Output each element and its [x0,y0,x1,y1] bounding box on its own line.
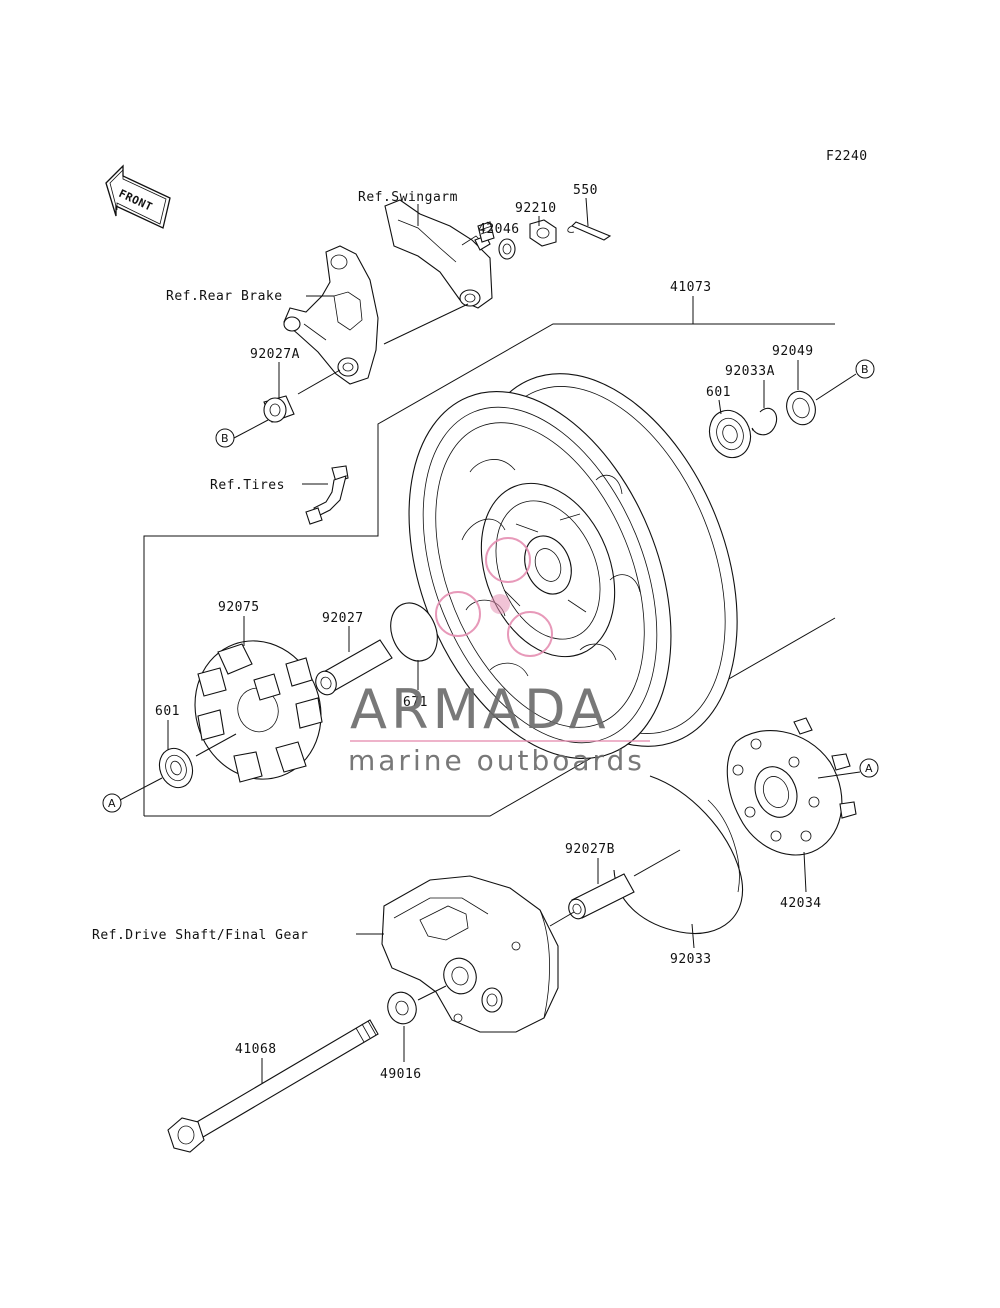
coupling-42034 [726,717,857,856]
final-gear-case [381,875,559,1033]
collar-92027B [568,873,635,920]
callout-b-left [215,428,235,448]
cotter-pin-550 [567,221,612,241]
part-label-41073: 41073 [670,280,712,295]
part-label-49016: 49016 [380,1067,422,1082]
part-label-550: 550 [573,183,598,198]
nut-92210 [529,219,557,247]
propeller-logo-icon [435,537,553,657]
ref-drive-shaft-label: Ref.Drive Shaft/Final Gear [92,928,309,943]
ref-swingarm-label: Ref.Swingarm [358,190,458,205]
part-label-42046: 42046 [478,222,520,237]
circlip-92033A [751,407,778,436]
part-label-42034: 42034 [780,896,822,911]
tire-valve [305,465,349,525]
snap-ring-92033 [613,775,744,934]
washer-49016 [387,991,417,1025]
callout-a-left-label: A [108,797,116,810]
part-label-92075: 92075 [218,600,260,615]
collar-92027A [263,395,295,423]
part-label-92027B: 92027B [565,842,615,857]
part-label-92027: 92027 [322,611,364,626]
callout-a-right-label: A [865,762,873,775]
o-ring-671 [390,602,438,662]
front-arrow-icon: FRONT [105,164,171,229]
watermark-brand: ARMADA [350,678,610,741]
part-label-92049: 92049 [772,344,814,359]
figure-code: F2240 [826,149,868,164]
callout-b-right-label: B [861,363,869,376]
damper-92075 [194,640,323,783]
part-label-92027A: 92027A [250,347,300,362]
swingarm-bracket [384,199,493,309]
rear-wheel-41073 [408,373,738,759]
ref-tires-label: Ref.Tires [210,478,285,493]
seal-92049 [786,390,816,426]
watermark: ARMADA marine outboards [348,537,650,777]
washer-icon [498,238,516,260]
callout-b-right [855,359,875,379]
watermark-tagline: marine outboards [348,744,645,777]
part-label-671: 671 [403,695,428,710]
part-label-601-left: 601 [155,704,180,719]
callout-a-left [102,793,122,813]
part-label-92033A: 92033A [725,364,775,379]
part-label-92210: 92210 [515,201,557,216]
part-label-92033: 92033 [670,952,712,967]
bearing-601-top [708,409,752,459]
stud-42046 [477,221,495,243]
callout-b-left-label: B [221,432,229,445]
part-label-601-top: 601 [706,385,731,400]
rear-brake-bracket [283,245,379,385]
ref-rear-brake-label: Ref.Rear Brake [166,289,283,304]
collar-92027 [315,639,393,696]
part-label-41068: 41068 [235,1042,277,1057]
axle-41068 [167,1019,379,1153]
callout-a-right [859,758,879,778]
bearing-601-left [158,747,194,789]
